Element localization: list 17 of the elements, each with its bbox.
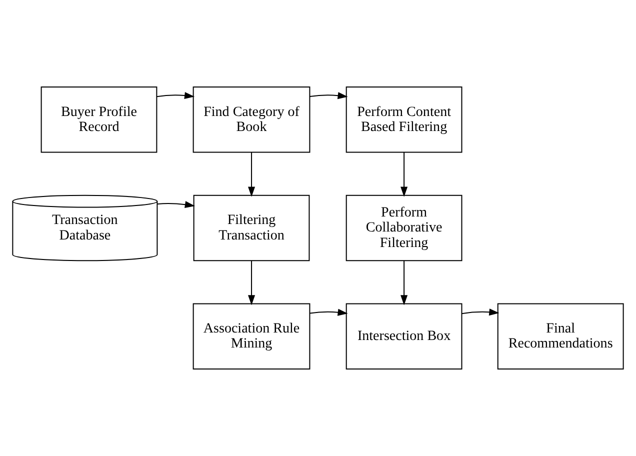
arrow: [310, 308, 348, 316]
node-box: Perform Collaborative Filtering: [346, 194, 462, 262]
arrow: [248, 260, 256, 306]
node-box: Filtering Transaction: [193, 194, 310, 262]
node-box: Perform Content Based Filtering: [346, 86, 462, 153]
arrow: [248, 152, 256, 197]
node-box: Association Rule Mining: [192, 303, 310, 370]
node-box: Buyer Profile Record: [40, 86, 158, 153]
arrow: [462, 308, 500, 316]
node-box: Final Recommendations: [497, 303, 624, 370]
arrow: [310, 92, 348, 100]
arrow: [156, 92, 195, 100]
arrow: [400, 260, 408, 306]
node-box: Intersection Box: [346, 303, 462, 370]
arrow: [157, 201, 195, 208]
arrow: [400, 152, 408, 197]
node-box: Find Category of Book: [192, 86, 310, 153]
